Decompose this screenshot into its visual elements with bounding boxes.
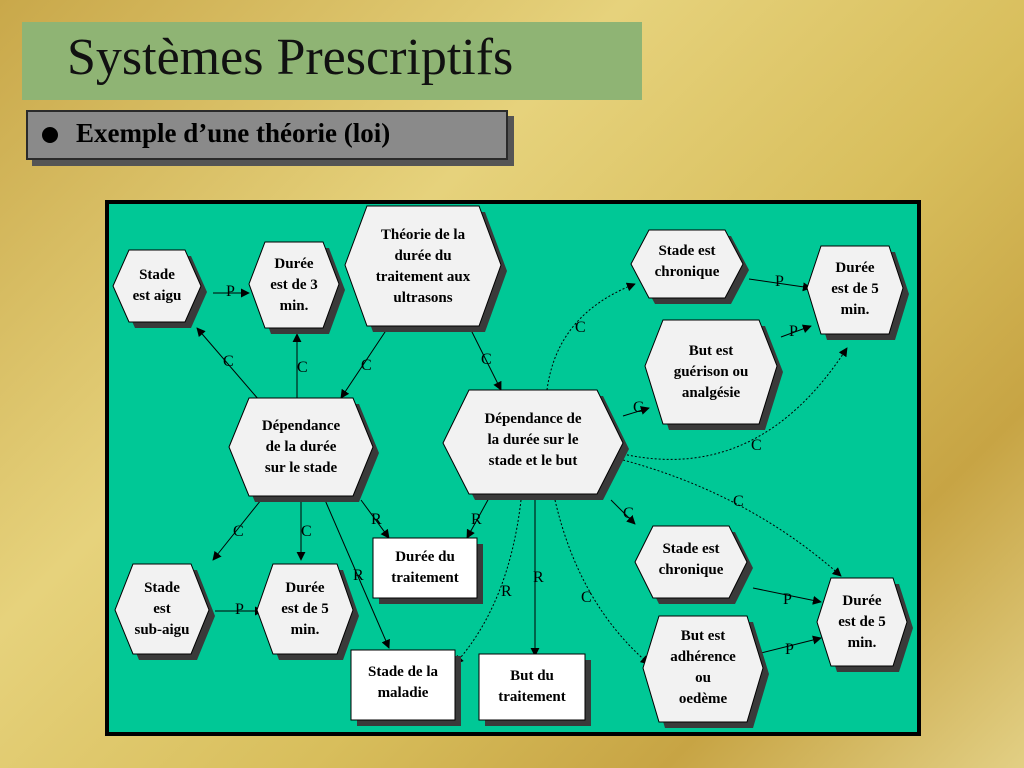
bullet-box: Exemple d’une théorie (loi) [26,110,508,160]
node-stade-aigu-shape [112,249,202,323]
title-box: Systèmes Prescriptifs [22,22,642,100]
edge-label-c: C [733,493,744,510]
node-but-traitement-shape [478,653,586,721]
edge-label-c: C [623,505,634,522]
node-duree-traitement-label: Durée du traitement [391,549,459,586]
node-duree-5a-label: Durée est de 5 min. [831,259,879,318]
node-theorie-label: Théorie de la durée du traitement aux ul… [375,227,471,306]
node-duree-5b-label: Durée est de 5 min. [281,579,329,638]
node-duree-3-shape [248,241,340,329]
edge-p-chronique-5a [748,278,812,292]
edge-label-c: C [301,523,312,540]
diagram-panel: Théorie de la durée du traitement aux ul… [105,200,921,736]
edge-label-r: R [533,569,544,586]
slide-title: Systèmes Prescriptifs [67,29,514,86]
edge-label-p: P [235,601,244,618]
edge-label-r: R [353,567,364,584]
bullet-text: Exemple d’une théorie (loi) [76,118,391,148]
node-duree-5a-shape [806,245,904,335]
edge-label-r: R [471,511,482,528]
edge-c-dep2-chronique [546,282,636,391]
bullet-dot-icon [42,127,58,143]
edge-p-chronique2-5c [752,587,822,605]
edge-label-c: C [751,437,762,454]
node-stade-chronique-1-shape [630,229,744,299]
node-but-guerison-label: But est guérison ou analgésie [673,342,749,401]
node-stade-maladie-shape [350,649,456,721]
node-dep-stade-label: Dépendance de la durée sur le stade [261,417,341,476]
edge-c-dep-subaigu [212,499,262,561]
edge-label-p: P [785,641,794,658]
edge-r-dep2-maladie [454,499,522,665]
node-but-adherence-label: But est adhérence ou oedème [670,628,736,707]
edge-r-dep-maladie [324,499,390,649]
node-but-guerison-shape [644,319,778,425]
node-stade-chronique-2-label: Stade est chronique [658,541,724,578]
edge-p-guerison-5a [780,324,812,338]
node-dep-stade-shape [228,397,374,497]
edge-label-p: P [783,591,792,608]
node-stade-chronique-1-label: Stade est chronique [654,243,720,280]
edge-r-dep-duree [360,499,390,539]
node-duree-5c-label: Durée est de 5 min. [838,592,886,651]
edge-p-adherence-5c [756,635,822,655]
node-but-adherence-shape [642,615,764,723]
edge-label-p: P [789,323,798,340]
node-dep-stade-but-label: Dépendance de la durée sur le stade et l… [484,410,582,469]
edge-label-c: C [223,353,234,370]
node-stade-aigu-label: Stade est aigu [132,267,182,304]
node-duree-3-label: Durée est de 3 min. [270,255,318,314]
edge-label-c: C [481,351,492,368]
node-duree-traitement-shape [372,537,478,599]
edge-label-p: P [775,273,784,290]
node-stade-chronique-2-shape [634,525,748,599]
edge-c-dep2-chronique2 [610,499,636,525]
edge-label-c: C [575,319,586,336]
edge-r-dep2-duree [466,497,490,539]
node-duree-5b-shape [256,563,354,655]
edge-label-r: R [501,583,512,600]
edge-label-c: C [581,589,592,606]
node-stade-maladie-label: Stade de la maladie [367,664,438,701]
edge-label-c: C [297,359,308,376]
edge-c-dep-aigu [196,327,260,401]
node-but-traitement-label: But du traitement [498,668,566,705]
edge-c-dep2-5c [622,459,842,577]
edge-c-dep2-adherence [554,499,650,665]
edge-label-c: C [633,399,644,416]
edge-label-p: P [226,283,235,300]
shapes [112,205,913,728]
node-theorie-shape [344,205,502,327]
node-stade-subaigu-shape [114,563,210,655]
edge-label-c: C [233,523,244,540]
node-duree-5c-shape [816,577,908,667]
edge-c-theorie-dep [340,328,388,399]
node-dep-stade-but-shape [442,389,624,495]
node-stade-subaigu-label: Stade est sub-aigu [134,579,190,638]
diagram-svg [112,205,913,728]
edge-c-dep2-guerison [622,406,650,417]
edge-label-r: R [371,511,382,528]
edge-label-c: C [361,357,372,374]
edge-c-theorie-dep2 [470,329,502,391]
